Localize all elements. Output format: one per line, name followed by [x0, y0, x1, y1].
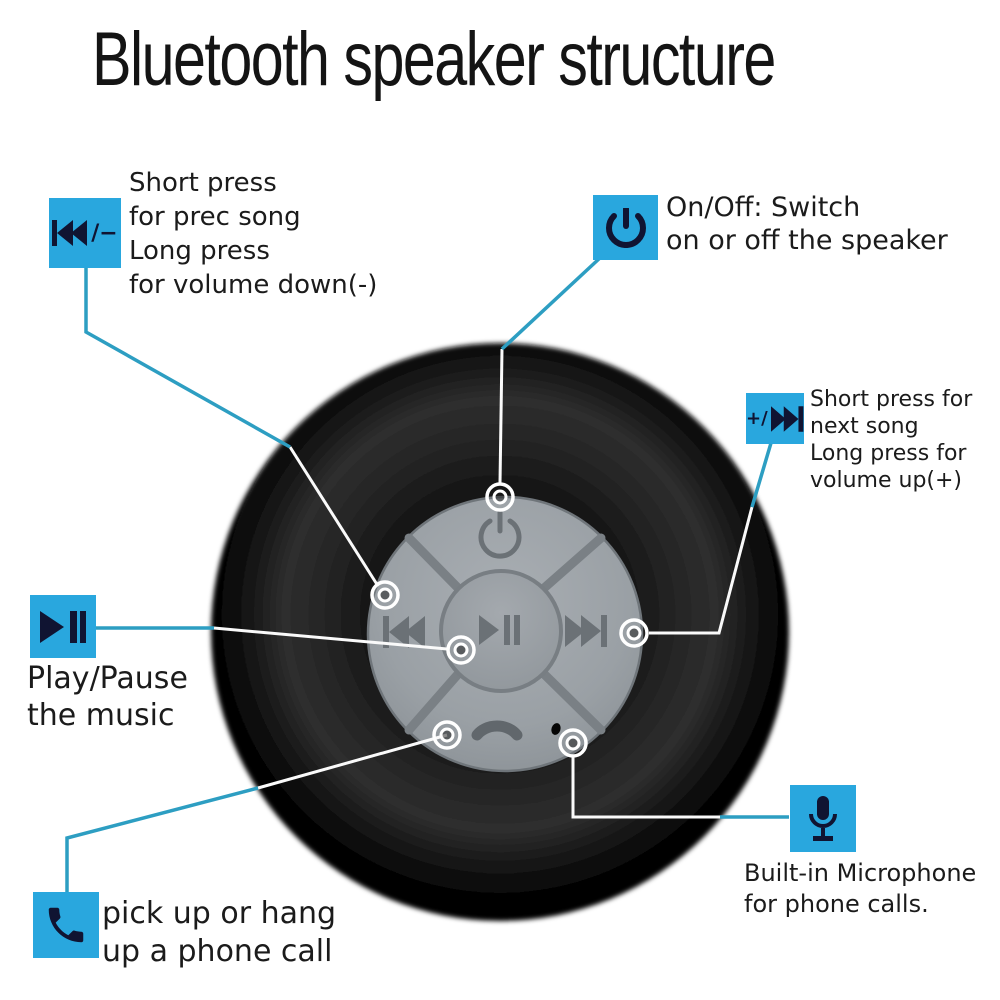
pad-phone-icon: [471, 720, 523, 741]
power-icon: [605, 207, 646, 248]
play-pause-callout-box: [30, 595, 96, 658]
mic-marker: [558, 728, 588, 758]
annotation-line: up a phone call: [102, 934, 333, 969]
power-callout-box: [593, 195, 658, 260]
phone-connector-blue: [65, 786, 259, 893]
next-track-callout-box: +/: [746, 393, 804, 444]
annotation-line: on or off the speaker: [666, 225, 948, 256]
volume-down-label: /−: [91, 220, 118, 246]
pad-next-track-icon: [565, 615, 607, 647]
next-button-marker: [619, 618, 649, 648]
power-connector-white: [498, 348, 504, 484]
next-track-annotation: Short press for next song Long press for…: [810, 386, 972, 494]
next-connector-blue: [750, 442, 773, 508]
target-markers: [370, 482, 649, 758]
phone-connector-white: [257, 733, 448, 790]
annotation-line: Play/Pause: [27, 661, 188, 696]
microphone-hole: [551, 723, 561, 735]
pad-power-icon: [478, 509, 522, 559]
play-pause-annotation: Play/Pause the music: [27, 660, 188, 734]
annotation-line: for prec song: [129, 202, 301, 232]
microphone-annotation: Built-in Microphone for phone calls.: [744, 858, 976, 920]
prev-track-annotation: Short press for prec song Long press for…: [129, 166, 377, 302]
annotation-line: for volume down(-): [129, 270, 378, 300]
microphone-callout-box: [790, 785, 856, 852]
prev-connector-blue: [84, 268, 291, 449]
annotation-line: Long press: [129, 236, 270, 266]
next-track-icon: [770, 405, 804, 432]
annotation-line: Long press for: [810, 441, 967, 466]
connector-lines-white: [213, 348, 754, 819]
mic-connector-white: [571, 756, 720, 819]
power-connector-blue: [500, 255, 603, 351]
pad-play-pause-icon: [479, 615, 520, 645]
previous-button-marker: [370, 580, 400, 610]
power-annotation: On/Off: Switch on or off the speaker: [666, 191, 948, 257]
pad-dividers: [404, 533, 606, 735]
annotation-line: On/Off: Switch: [666, 192, 861, 223]
annotation-line: next song: [810, 414, 919, 439]
connector-lines-blue: [65, 255, 789, 893]
pad-center-button: [439, 569, 563, 693]
play-pause-icon: [40, 610, 86, 643]
prev-track-callout-box: /−: [49, 198, 121, 268]
microphone-icon: [809, 795, 837, 841]
previous-track-icon: [52, 220, 88, 246]
annotation-line: pick up or hang: [102, 896, 337, 931]
phone-callout-box: [33, 892, 99, 958]
control-pad: [366, 495, 644, 773]
pad-previous-track-icon: [383, 616, 425, 648]
phone-button-marker: [432, 720, 462, 750]
page-title: Bluetooth speaker structure: [92, 17, 776, 102]
annotation-line: volume up(+): [810, 468, 963, 493]
phone-call-icon: [48, 907, 84, 943]
play-button-marker: [446, 635, 476, 665]
power-button-marker: [485, 482, 515, 512]
annotation-line: Built-in Microphone: [744, 859, 977, 887]
annotation-line: for phone calls.: [744, 890, 929, 918]
next-connector-white: [649, 506, 754, 635]
annotation-line: Short press for: [810, 387, 973, 412]
phone-annotation: pick up or hang up a phone call: [102, 895, 336, 971]
annotation-line: Short press: [129, 168, 277, 198]
volume-up-label: +/: [746, 408, 768, 429]
play-connector-white: [213, 626, 448, 651]
annotation-line: the music: [27, 698, 175, 733]
prev-connector-white: [288, 446, 380, 587]
